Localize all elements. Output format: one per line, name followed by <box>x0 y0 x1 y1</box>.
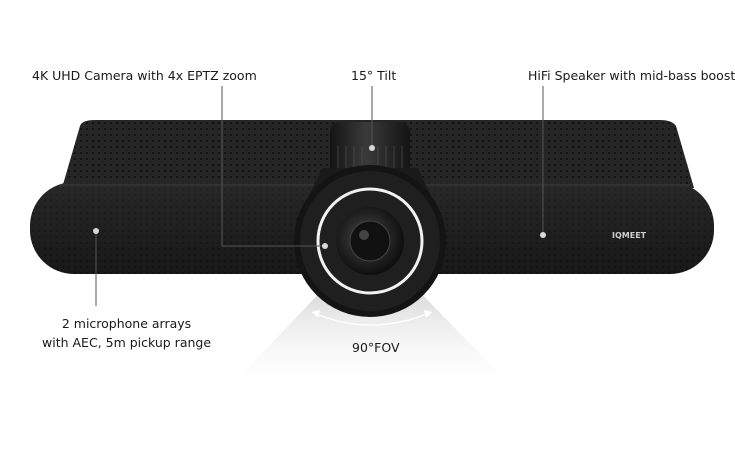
fov-arc-arrow <box>311 311 433 326</box>
tilt-callout-dot <box>369 145 375 151</box>
fov-cone <box>222 282 520 395</box>
fov-callout-label: 90°FOV <box>352 340 400 355</box>
speaker-callout-dot <box>540 232 546 238</box>
microphone-callout-line1: 2 microphone arrays <box>61 316 192 331</box>
camera-callout-dot <box>322 243 328 249</box>
mic-callout-dot <box>93 228 99 234</box>
microphone-callout-line2: with AEC, 5m pickup range <box>42 335 212 350</box>
camera-callout-label: 4K UHD Camera with 4x EPTZ zoom <box>32 68 257 83</box>
camera-tilt-cylinder <box>330 122 410 182</box>
tilt-callout-label: 15° Tilt <box>351 68 397 83</box>
microphone-callout-label: 2 microphone arrays with AEC, 5m pickup … <box>42 314 211 352</box>
camera-led-ring <box>316 187 424 295</box>
speaker-callout-label: HiFi Speaker with mid-bass boost <box>528 68 735 83</box>
brand-logo: IQMEET <box>612 231 647 240</box>
callout-leaders <box>95 86 544 306</box>
